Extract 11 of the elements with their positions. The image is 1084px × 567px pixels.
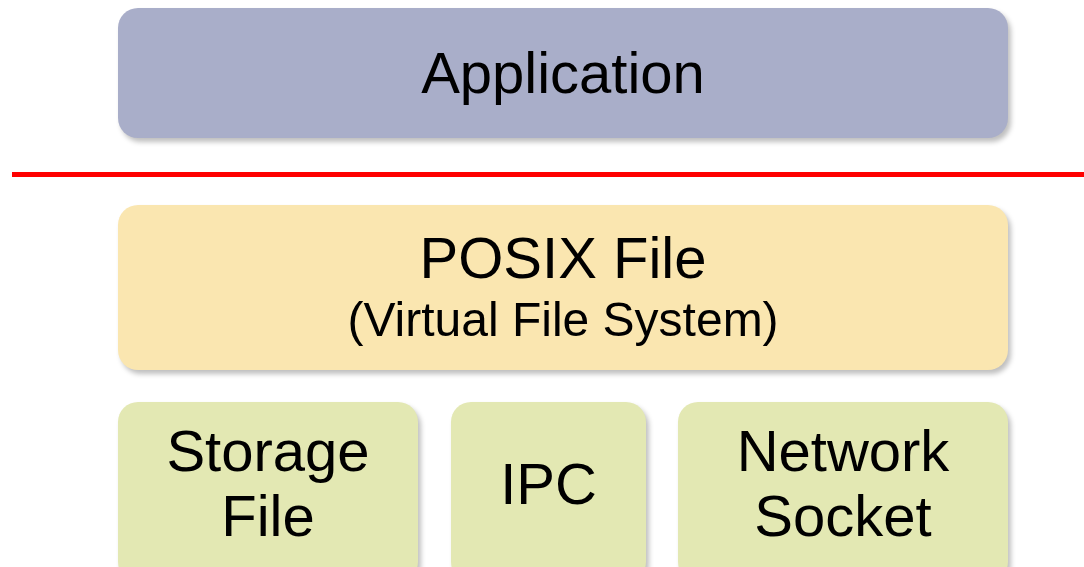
layer-title: Storage File [165,419,371,549]
layer-title: Network Socket [735,419,951,549]
layer-box [118,205,1008,370]
layer-title: Application [421,40,705,106]
layer-subtitle: (Virtual File System) [347,292,779,349]
layer-title: POSIX File [419,226,707,292]
module-box [118,402,418,567]
module-box [451,402,646,567]
layer-title: IPC [500,451,597,517]
module-box [678,402,1008,567]
layer-box [118,8,1008,138]
